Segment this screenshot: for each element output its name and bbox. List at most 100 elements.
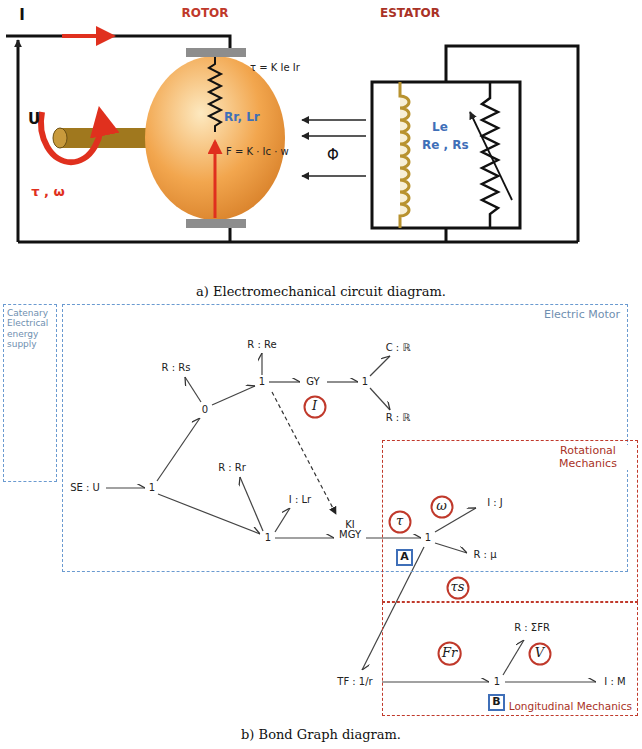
bond-element: R : ℝ	[385, 412, 412, 424]
bond	[435, 543, 467, 553]
junction-label: 1	[148, 482, 156, 494]
region-title: Electric Motor	[543, 309, 621, 322]
shaft-end	[53, 128, 67, 148]
region-title: Catenary Electrical energy supply	[6, 308, 54, 349]
bond-element: C : ℝ	[385, 342, 412, 354]
bond	[505, 681, 596, 682]
circle-outline	[447, 577, 468, 598]
brush-plate	[186, 48, 246, 57]
bond-element: R : μ	[472, 549, 497, 561]
bond	[185, 377, 201, 402]
bond	[158, 494, 260, 534]
voltage-wire	[17, 40, 20, 242]
circle-outline	[529, 643, 550, 664]
bond	[503, 640, 524, 675]
figure-caption: b) Bond Graph diagram.	[241, 728, 401, 743]
flux-arrow	[302, 175, 366, 177]
circle-outline	[389, 511, 410, 532]
part-heading: ESTATOR	[380, 7, 440, 21]
equation-label: τ = K Ie Ir	[250, 62, 300, 74]
figure-caption: a) Electromechanical circuit diagram.	[196, 285, 446, 300]
system-region: I Electric Motor	[62, 304, 628, 572]
parameter-label: Re , Rs	[422, 139, 469, 153]
bond	[275, 537, 334, 538]
torque-label: τ , ω	[31, 185, 65, 200]
signal-circle: V	[528, 642, 552, 666]
bond	[366, 537, 421, 538]
circle-outline	[438, 642, 460, 664]
stator-loop	[372, 82, 520, 228]
junction-label: 1	[258, 376, 266, 388]
flux-arrow	[302, 119, 366, 121]
junction-tag: B	[488, 694, 505, 711]
junction-label: 0	[201, 404, 209, 416]
current-arrow	[62, 34, 112, 38]
variable-label: Fr	[442, 646, 457, 661]
rotor-shaft	[60, 128, 148, 148]
circle-outline	[304, 396, 325, 417]
bond-element: R : Re	[246, 339, 277, 351]
parameter-label: Rr, Lr	[224, 111, 260, 125]
bond-element: I : M	[603, 676, 626, 688]
bond-element: TF : 1/r	[336, 676, 373, 688]
tag-letter: B	[492, 696, 500, 709]
signal-circle: τ	[388, 510, 412, 534]
bond	[370, 356, 390, 376]
bond	[269, 381, 300, 382]
bond	[382, 681, 489, 682]
bond	[157, 418, 200, 481]
flux-arrow	[302, 135, 366, 137]
variable-label: τ	[396, 514, 403, 529]
bond	[212, 386, 255, 405]
force-arrow	[214, 142, 217, 218]
rotor-resistor	[209, 57, 221, 132]
system-region: Fr V B Longitudinal Mechanics	[382, 602, 638, 716]
system-region: Catenary Electrical energy supply	[3, 304, 57, 482]
junction-label: 1	[493, 676, 501, 688]
junction-label: 1	[264, 532, 272, 544]
junction-tag: A	[396, 549, 413, 566]
current-label: I	[19, 7, 25, 24]
bond-element: SE : U	[69, 482, 101, 494]
junction-label: 1	[361, 376, 369, 388]
system-region: τ ωAτs Rotational Mechanics	[382, 440, 638, 602]
variable-label: τs	[451, 580, 465, 595]
parameter-label: Le	[432, 121, 448, 135]
voltage-label: U	[28, 111, 40, 128]
brush-plate	[186, 219, 246, 228]
bond-element: R : Rs	[161, 362, 192, 374]
signal-circle: ω	[430, 495, 454, 519]
bond	[261, 353, 262, 375]
flux-label: Φ	[327, 147, 339, 164]
junction-label: 1	[424, 532, 432, 544]
part-heading: ROTOR	[181, 7, 228, 21]
tag-letter: A	[400, 551, 409, 564]
bond-element: R : ΣFR	[513, 622, 551, 634]
circle-outline	[431, 496, 452, 517]
torque-arrow	[41, 112, 101, 162]
region-title: Longitudinal Mechanics	[508, 700, 633, 712]
variable-label: I	[312, 399, 317, 414]
signal-circle: Fr	[437, 641, 462, 666]
bond-element: I : J	[486, 497, 504, 509]
bond	[362, 547, 424, 670]
bond	[275, 508, 290, 532]
stator-coil	[400, 82, 409, 228]
region-title: Rotational Mechanics	[545, 445, 631, 470]
bond	[106, 487, 145, 488]
bond	[240, 477, 263, 531]
modulation-signal	[272, 392, 336, 514]
bond	[370, 388, 390, 410]
bond-element: R : Rr	[217, 462, 247, 474]
bond-element: KI MGY	[334, 520, 366, 540]
signal-circle: τs	[446, 576, 470, 600]
supply-wire	[6, 36, 230, 50]
bond-element: GY	[305, 376, 320, 388]
rheostat-arrow	[470, 112, 512, 200]
equation-label: F = K · Ic · w	[226, 146, 289, 158]
signal-circle: I	[303, 395, 327, 419]
variable-label: ω	[436, 499, 447, 514]
rotor-body	[145, 56, 285, 220]
